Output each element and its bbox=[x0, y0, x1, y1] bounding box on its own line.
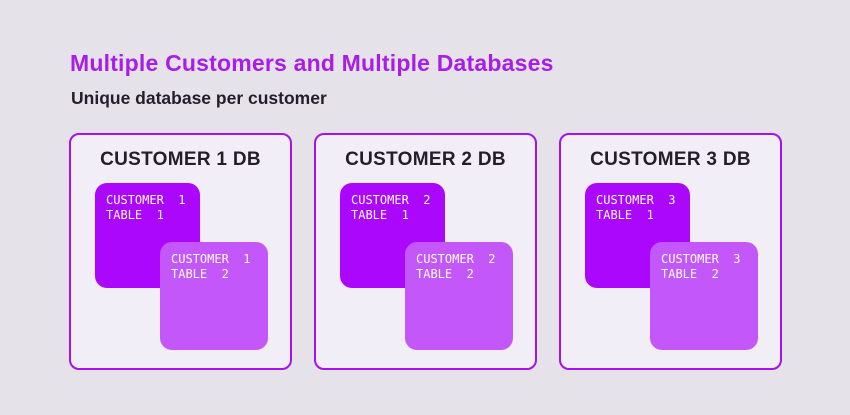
customer-1-db-title: CUSTOMER 1 DB bbox=[100, 149, 261, 170]
customer-2-db-title: CUSTOMER 2 DB bbox=[345, 149, 506, 170]
customer-2-table-2-box: CUSTOMER 2 TABLE 2 bbox=[405, 242, 513, 350]
customer-1-table-2-box: CUSTOMER 1 TABLE 2 bbox=[160, 242, 268, 350]
table-label-line: CUSTOMER 1 bbox=[171, 252, 251, 266]
page-title: Multiple Customers and Multiple Database… bbox=[70, 50, 554, 76]
table-label-line: TABLE 1 bbox=[351, 208, 409, 222]
table-label-line: CUSTOMER 1 bbox=[106, 193, 186, 207]
table-label-line: CUSTOMER 3 bbox=[596, 193, 676, 207]
page-subtitle: Unique database per customer bbox=[71, 88, 327, 108]
table-label-line: TABLE 2 bbox=[416, 267, 474, 281]
customer-3-db-title: CUSTOMER 3 DB bbox=[590, 149, 751, 170]
customer-3-table-2-box: CUSTOMER 3 TABLE 2 bbox=[650, 242, 758, 350]
table-label-line: TABLE 2 bbox=[661, 267, 719, 281]
customer-1-db-card: CUSTOMER 1 DB CUSTOMER 1 TABLE 1 CUSTOME… bbox=[69, 133, 292, 370]
table-label-line: CUSTOMER 2 bbox=[351, 193, 431, 207]
customer-3-db-card: CUSTOMER 3 DB CUSTOMER 3 TABLE 1 CUSTOME… bbox=[559, 133, 782, 370]
table-label-line: TABLE 1 bbox=[106, 208, 164, 222]
customer-2-db-card: CUSTOMER 2 DB CUSTOMER 2 TABLE 1 CUSTOME… bbox=[314, 133, 537, 370]
table-label-line: CUSTOMER 2 bbox=[416, 252, 496, 266]
customer-1-table-1-box: CUSTOMER 1 TABLE 1 bbox=[95, 183, 200, 288]
table-label-line: TABLE 2 bbox=[171, 267, 229, 281]
table-label-line: CUSTOMER 3 bbox=[661, 252, 741, 266]
table-label-line: TABLE 1 bbox=[596, 208, 654, 222]
